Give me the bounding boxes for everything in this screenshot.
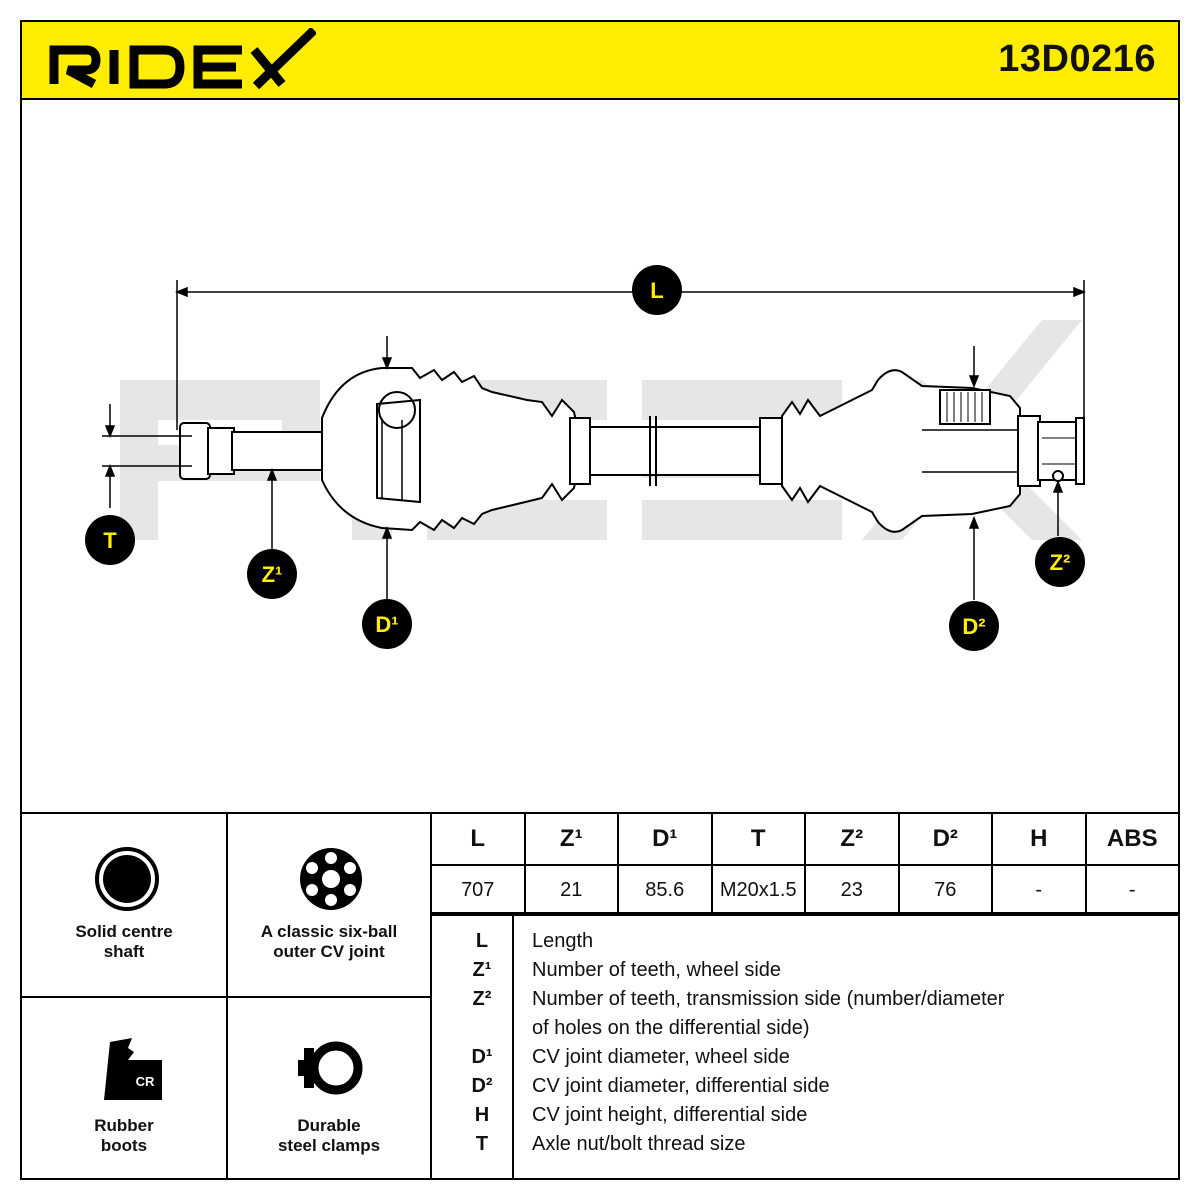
- svg-text:D²: D²: [962, 614, 985, 639]
- spec-header-cell: L: [430, 812, 526, 866]
- legend-symbol: D²: [471, 1075, 493, 1097]
- spec-header-cell: H: [991, 812, 1087, 866]
- legend-symbol: H: [474, 1104, 490, 1126]
- spec-header-cell: D²: [897, 812, 993, 866]
- feature-label: Durable steel clamps: [277, 1116, 381, 1155]
- shaft-drawing: [179, 367, 1085, 533]
- length-dimension: [174, 280, 1087, 430]
- spec-value-cell: -: [1084, 864, 1180, 916]
- spec-header-row: L Z¹ D¹ T Z² D² H ABS: [430, 812, 1180, 866]
- spec-table-container: L Z¹ D¹ T Z² D² H ABS 707 21 85.6 M20x1.…: [430, 812, 1180, 916]
- legend-row: T Axle nut/bolt thread size: [432, 1133, 1178, 1162]
- legend-row: L Length: [432, 930, 1178, 959]
- legend-description: Number of teeth, wheel side: [532, 959, 782, 981]
- feature-steel-clamps: Durable steel clamps: [226, 996, 432, 1180]
- legend-panel: L Length Z¹ Number of teeth, wheel side …: [430, 912, 1180, 1180]
- legend-row: H CV joint height, differential side: [432, 1104, 1178, 1133]
- legend-description: CV joint height, differential side: [532, 1104, 808, 1126]
- svg-text:T: T: [103, 528, 117, 553]
- z1-leader: [266, 467, 278, 552]
- part-number: 13D0216: [998, 38, 1156, 80]
- svg-text:D¹: D¹: [375, 612, 398, 637]
- spec-value-cell: 21: [523, 864, 619, 916]
- badge-D2: D²: [949, 601, 999, 651]
- solid-shaft-icon: [95, 847, 159, 911]
- d2-dimension: [968, 346, 980, 600]
- spec-value-cell: -: [991, 864, 1087, 916]
- spec-header-cell: Z²: [804, 812, 900, 866]
- drive-shaft-diagram: L T Z¹ D¹ D² Z²: [85, 265, 1087, 651]
- feature-solid-shaft: Solid centre shaft: [20, 812, 228, 998]
- legend-description: of holes on the differential side): [532, 1017, 810, 1039]
- spec-header-cell: Z¹: [523, 812, 619, 866]
- badge-T: T: [85, 515, 135, 565]
- legend-description: Number of teeth, transmission side (numb…: [532, 988, 1005, 1010]
- legend-symbol: D¹: [471, 1046, 493, 1068]
- legend-symbol: T: [475, 1133, 489, 1155]
- steel-clamp-icon: [298, 1041, 363, 1095]
- spec-value-cell: 23: [804, 864, 900, 916]
- legend-row: Z¹ Number of teeth, wheel side: [432, 959, 1178, 988]
- feature-six-ball: A classic six-ball outer CV joint: [226, 812, 432, 998]
- svg-text:CR: CR: [136, 1074, 155, 1089]
- feature-label: A classic six-ball outer CV joint: [260, 922, 398, 961]
- badge-Z1: Z¹: [247, 549, 297, 599]
- spec-value-cell: 85.6: [617, 864, 713, 916]
- six-ball-joint-icon: [300, 848, 362, 910]
- legend-symbol: L: [475, 930, 489, 952]
- spec-value-cell: 76: [897, 864, 993, 916]
- legend-row: Z² Number of teeth, transmission side (n…: [432, 988, 1178, 1017]
- rubber-boot-icon: CR: [104, 1038, 162, 1100]
- spec-header-cell: T: [710, 812, 806, 866]
- legend-description: CV joint diameter, wheel side: [532, 1046, 790, 1068]
- legend-symbol: Z²: [472, 988, 492, 1010]
- legend-description: Axle nut/bolt thread size: [532, 1133, 746, 1155]
- legend-row: of holes on the differential side): [432, 1017, 1178, 1046]
- legend-divider: [512, 914, 514, 1178]
- spec-value-cell: 707: [430, 864, 526, 916]
- badge-L: L: [632, 265, 682, 315]
- spec-table: L Z¹ D¹ T Z² D² H ABS 707 21 85.6 M20x1.…: [430, 812, 1180, 916]
- badge-Z2: Z²: [1035, 537, 1085, 587]
- legend-symbol: Z¹: [472, 959, 492, 981]
- spec-value-row: 707 21 85.6 M20x1.5 23 76 - -: [430, 864, 1180, 916]
- svg-text:Z¹: Z¹: [262, 562, 283, 587]
- legend-row: D² CV joint diameter, differential side: [432, 1075, 1178, 1104]
- badge-D1: D¹: [362, 599, 412, 649]
- feature-rubber-boots: CR Rubber boots: [20, 996, 228, 1180]
- spec-header-cell: D¹: [617, 812, 713, 866]
- features-panel: Solid centre shaft A classic six-ball ou…: [20, 812, 432, 1180]
- d1-dimension: [381, 336, 393, 600]
- spec-header-cell: ABS: [1084, 812, 1180, 866]
- svg-text:Z²: Z²: [1050, 550, 1071, 575]
- z2-leader: [1052, 479, 1064, 536]
- header-bar: 13D0216: [20, 20, 1180, 100]
- svg-text:L: L: [650, 278, 663, 303]
- spec-value-cell: M20x1.5: [710, 864, 806, 916]
- feature-label: Rubber boots: [94, 1116, 154, 1155]
- feature-label: Solid centre shaft: [75, 922, 173, 961]
- ridex-logo: [49, 28, 316, 90]
- legend-row: D¹ CV joint diameter, wheel side: [432, 1046, 1178, 1075]
- legend-description: Length: [532, 930, 594, 952]
- thread-dimension: [102, 404, 192, 508]
- legend-description: CV joint diameter, differential side: [532, 1075, 830, 1097]
